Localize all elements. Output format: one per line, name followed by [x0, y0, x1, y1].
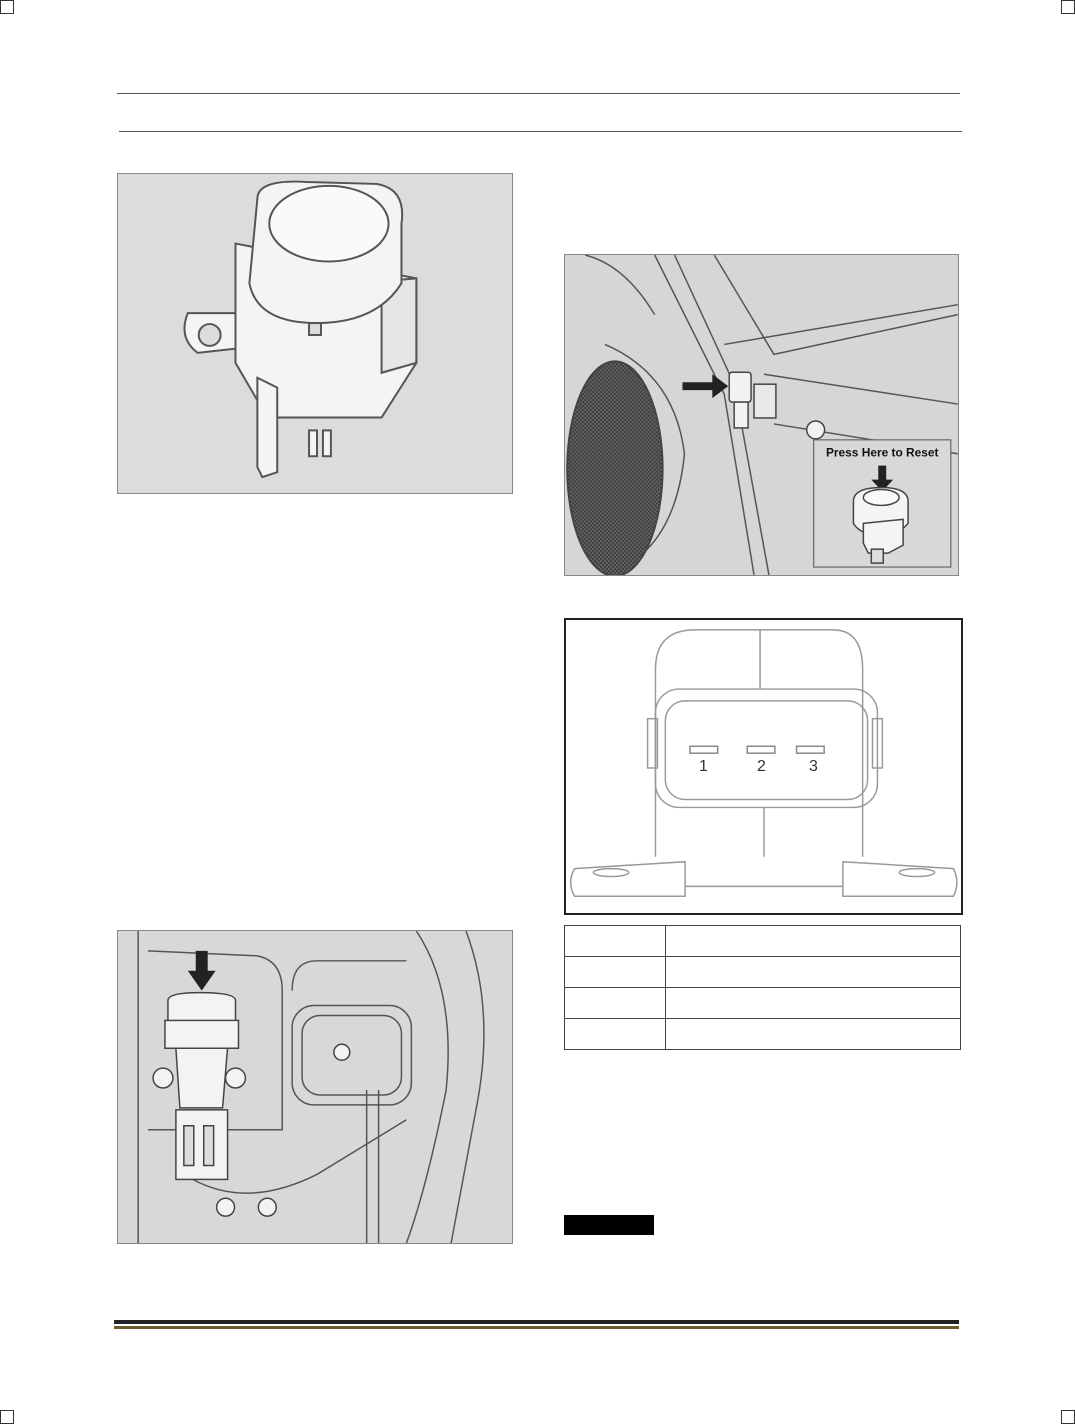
pin-1-label: 1: [699, 758, 708, 775]
crop-mark-bottom-right: [1061, 1410, 1075, 1424]
table-cell: [665, 956, 961, 988]
pin-2-label: 2: [757, 758, 766, 775]
switch-location-figure: Press Here to Reset: [564, 254, 959, 576]
crop-mark-top-left: [0, 0, 14, 14]
press-here-to-reset-label: Press Here to Reset: [826, 446, 939, 460]
mounted-line-art: [137, 931, 485, 1243]
table-cell: [564, 1018, 666, 1050]
footer-rule-accent: [114, 1326, 959, 1329]
table-row: [564, 925, 961, 957]
connector-line-art: [569, 629, 958, 897]
tip-over-switch-figure: [117, 173, 513, 494]
mounted-switch-figure: [117, 930, 513, 1244]
table-cell: [665, 1018, 961, 1050]
crop-mark-top-right: [1061, 0, 1075, 14]
crop-mark-bottom-left: [0, 1410, 14, 1424]
header-rule-bottom: [119, 131, 962, 132]
caution-tag: [564, 1215, 654, 1235]
table-cell: [564, 956, 666, 988]
table-cell: [665, 925, 961, 957]
connector-pinout-figure: 1 2 3: [564, 618, 963, 915]
table-row: [564, 987, 961, 1019]
table-cell: [665, 987, 961, 1019]
table-cell: [564, 987, 666, 1019]
vehicle-line-art: Press Here to Reset: [566, 255, 958, 575]
footer-rule-thick: [114, 1320, 959, 1324]
pin-function-table: [564, 925, 961, 1050]
table-row: [564, 1018, 961, 1050]
table-cell: [564, 925, 666, 957]
pin-3-label: 3: [809, 758, 818, 775]
switch-line-art: [183, 180, 418, 479]
header-rule-top: [117, 93, 960, 94]
table-row: [564, 956, 961, 988]
